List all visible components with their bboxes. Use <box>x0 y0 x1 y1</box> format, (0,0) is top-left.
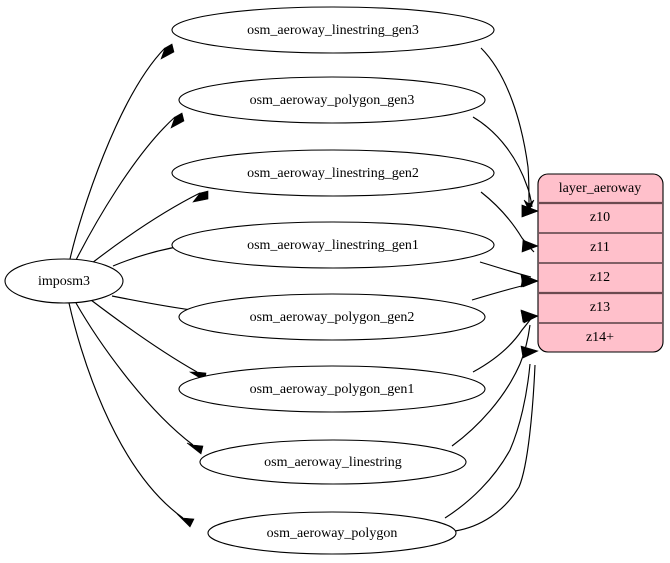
node-osm_aeroway_linestring_gen3[interactable]: osm_aeroway_linestring_gen3 <box>171 6 495 54</box>
edge-osm_aeroway_polygon-to-z14 <box>444 345 539 519</box>
node-osm_aeroway_linestring-ellipse[interactable] <box>199 439 467 485</box>
table-layer_aeroway[interactable]: layer_aeroway z10 z11 z12 z13 z14+ <box>537 173 664 353</box>
node-osm_aeroway_polygon_gen1-ellipse[interactable] <box>178 365 486 413</box>
edge-group-tables-to-layer <box>444 47 539 532</box>
node-osm_aeroway_polygon_gen3-label: osm_aeroway_polygon_gen3 <box>250 93 415 108</box>
table-row-z12-label[interactable]: z12 <box>590 270 610 285</box>
edge-imposm3-to-osm_aeroway_linestring <box>75 302 204 455</box>
edge-imposm3-to-osm_aeroway_polygon_gen3 <box>75 112 185 261</box>
edge-imposm3-to-osm_aeroway_polygon <box>68 302 195 528</box>
node-imposm3-ellipse[interactable] <box>4 258 124 304</box>
node-osm_aeroway_linestring_gen3-ellipse[interactable] <box>171 6 495 54</box>
node-osm_aeroway_polygon[interactable]: osm_aeroway_polygon <box>207 511 457 555</box>
edge-imposm3-to-osm_aeroway_linestring_gen2 <box>91 190 209 264</box>
node-imposm3[interactable]: imposm3 <box>4 258 124 304</box>
node-imposm3-label: imposm3 <box>38 274 90 289</box>
node-osm_aeroway_linestring_gen2-label: osm_aeroway_linestring_gen2 <box>247 166 419 181</box>
edge-osm_aeroway_polygon_gen2-to-z12 <box>471 274 539 301</box>
node-osm_aeroway_polygon_gen2-label: osm_aeroway_polygon_gen2 <box>250 310 415 325</box>
node-osm_aeroway_polygon_gen1[interactable]: osm_aeroway_polygon_gen1 <box>178 365 486 413</box>
edge-osm_aeroway_polygon-to-z14-secondary <box>454 364 536 532</box>
node-osm_aeroway_linestring[interactable]: osm_aeroway_linestring <box>199 439 467 485</box>
node-osm_aeroway_polygon_gen3[interactable]: osm_aeroway_polygon_gen3 <box>178 76 486 124</box>
node-osm_aeroway_polygon_gen1-label: osm_aeroway_polygon_gen1 <box>250 382 415 397</box>
edge-osm_aeroway_linestring-to-z13 <box>451 310 539 447</box>
table-row-z14plus-label[interactable]: z14+ <box>586 330 614 345</box>
node-osm_aeroway_polygon_gen3-ellipse[interactable] <box>178 76 486 124</box>
table-row-z10-label[interactable]: z10 <box>590 210 610 225</box>
table-row-z11-label[interactable]: z11 <box>590 240 610 255</box>
edge-imposm3-to-osm_aeroway_linestring_gen3 <box>69 43 175 260</box>
node-osm_aeroway_linestring_gen2-ellipse[interactable] <box>171 149 495 197</box>
node-osm_aeroway_linestring_gen2[interactable]: osm_aeroway_linestring_gen2 <box>171 149 495 197</box>
node-osm_aeroway_polygon_gen2[interactable]: osm_aeroway_polygon_gen2 <box>178 293 486 341</box>
edge-osm_aeroway_linestring_gen2-to-z11 <box>480 191 539 253</box>
node-osm_aeroway_polygon-ellipse[interactable] <box>207 511 457 555</box>
node-osm_aeroway_linestring_gen3-label: osm_aeroway_linestring_gen3 <box>247 23 419 38</box>
node-osm_aeroway_polygon_gen2-ellipse[interactable] <box>178 293 486 341</box>
table-layer_aeroway-header-label: layer_aeroway <box>559 181 641 196</box>
node-osm_aeroway_linestring_gen1-ellipse[interactable] <box>171 221 495 269</box>
node-osm_aeroway_linestring_gen1[interactable]: osm_aeroway_linestring_gen1 <box>171 221 495 269</box>
edge-osm_aeroway_polygon_gen3-to-z10 <box>472 116 539 218</box>
table-row-z13-label[interactable]: z13 <box>590 300 610 315</box>
node-osm_aeroway_polygon-label: osm_aeroway_polygon <box>267 526 398 541</box>
node-osm_aeroway_linestring_gen1-label: osm_aeroway_linestring_gen1 <box>247 238 419 253</box>
node-osm_aeroway_linestring-label: osm_aeroway_linestring <box>264 455 402 470</box>
